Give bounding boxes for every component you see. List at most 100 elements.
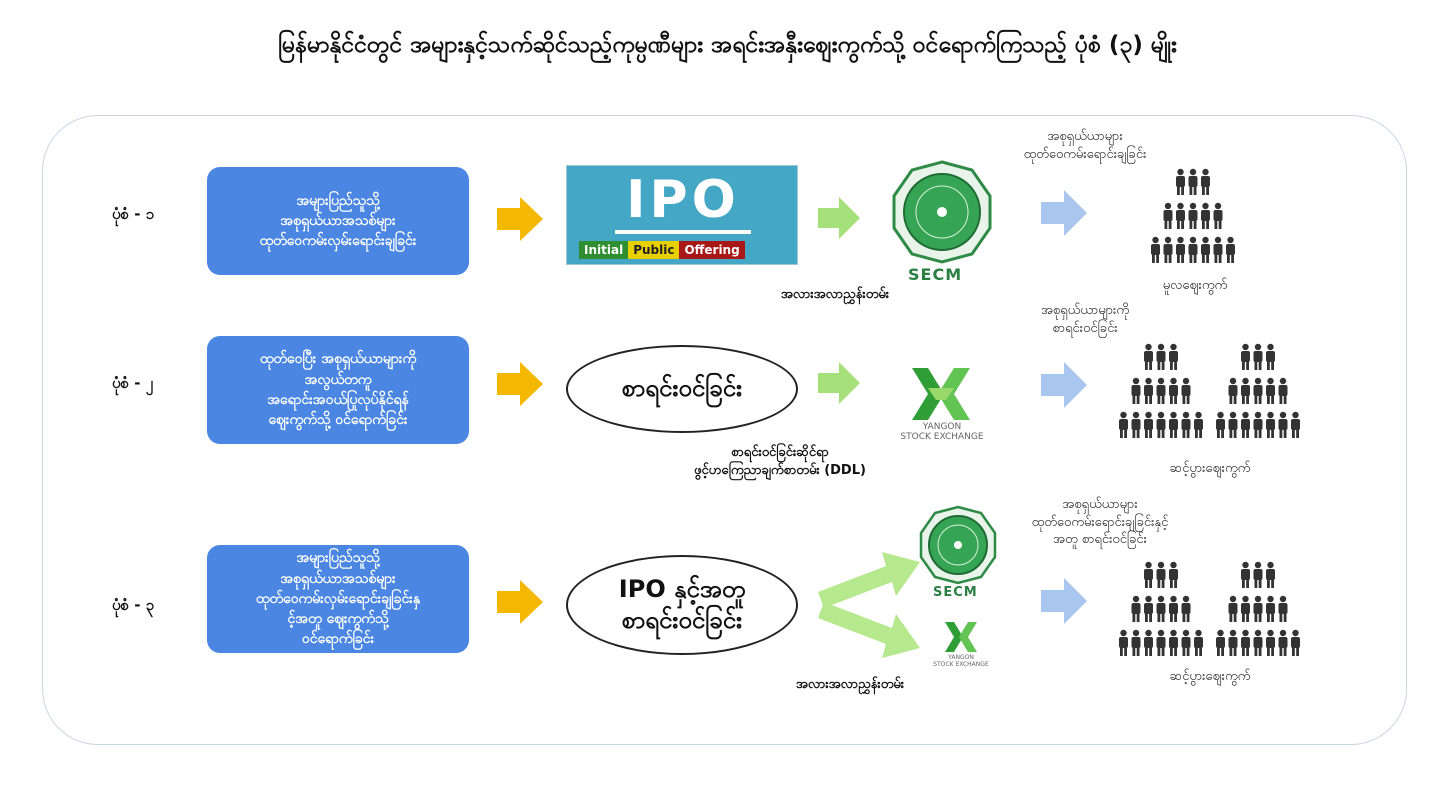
row1-below-caption: အလားအလာညွှန်းတမ်း <box>780 287 890 302</box>
person-figure <box>1253 629 1263 656</box>
row2-market-label: ဆင့်ပွားဈေးကွက် <box>1169 461 1251 476</box>
row2-people-pyramid-left-icon <box>1119 343 1203 438</box>
person-figure <box>1131 595 1141 622</box>
row3-outcome-text: အစုရှယ်ယာများ ထုတ်ဝေကမ်းရောင်းချခြင်းနှင… <box>1031 497 1169 548</box>
row3-market-label: ဆင့်ပွားဈေးကွက် <box>1169 669 1251 684</box>
row3-blue-arrow <box>1041 578 1087 624</box>
ipo-logo-word: IPO <box>626 170 740 230</box>
ipo-logo-offering: Offering <box>679 241 745 259</box>
person-figure <box>1156 411 1166 438</box>
ipo-logo: IPO Initial Public Offering <box>566 165 798 265</box>
person-figure <box>1241 595 1250 622</box>
ipo-logo-public: Public <box>628 241 680 259</box>
person-figure <box>1253 561 1263 588</box>
person-figure <box>1169 595 1178 622</box>
person-figure <box>1266 411 1275 438</box>
person-figure <box>1278 377 1288 404</box>
row2-type-label: ပုံစံ - ၂ <box>112 374 154 392</box>
diagram-frame <box>42 115 1407 745</box>
person-figure <box>1228 377 1238 404</box>
person-figure <box>1253 411 1263 438</box>
person-figure <box>1266 595 1275 622</box>
person-figure <box>1176 236 1185 263</box>
person-figure <box>1213 202 1223 229</box>
person-figure <box>1291 629 1300 656</box>
row1-outcome-text: အစုရှယ်ယာများ ထုတ်ဝေကမ်းရောင်းချခြင်း <box>1023 129 1147 162</box>
person-figure <box>1228 411 1238 438</box>
person-figure <box>1266 377 1275 404</box>
ipo-logo-underline <box>615 230 751 234</box>
ipo-logo-bar: Initial Public Offering <box>579 241 745 259</box>
row3-people-pyramid-left-icon <box>1119 561 1203 656</box>
person-figure <box>1169 561 1178 588</box>
row2-green-arrow <box>818 362 860 404</box>
person-figure <box>1169 377 1178 404</box>
row2-outcome-text: အစုရှယ်ယာများကို စာရင်းဝင်ခြင်း <box>1040 303 1130 336</box>
person-figure <box>1216 629 1225 656</box>
person-figure <box>1144 595 1153 622</box>
person-figure <box>1119 411 1128 438</box>
person-figure <box>1253 377 1263 404</box>
row2-blue-arrow <box>1041 362 1087 408</box>
person-figure <box>1144 377 1153 404</box>
row3-yellow-arrow <box>497 580 543 624</box>
row2-description-box: ထုတ်ဝေပြီး အစုရှယ်ယာများကို အလွယ်တကူ အရေ… <box>207 336 469 444</box>
person-figure <box>1241 561 1250 588</box>
person-figure <box>1163 236 1173 263</box>
row3-ysx-line1: YANGON <box>948 654 974 661</box>
person-figure <box>1266 343 1275 370</box>
person-figure <box>1228 629 1238 656</box>
person-figure <box>1156 629 1166 656</box>
ipo-logo-initial: Initial <box>579 241 629 259</box>
person-figure <box>1176 168 1185 195</box>
row3-secm-text: SECM <box>933 585 978 600</box>
person-figure <box>1151 236 1160 263</box>
person-figure <box>1266 561 1275 588</box>
row1-description-box: အများပြည်သူသို့ အစုရှယ်ယာအသစ်များ ထုတ်ဝေ… <box>207 167 469 275</box>
person-figure <box>1156 343 1166 370</box>
row3-ysx-logo-icon <box>945 622 977 652</box>
person-figure <box>1188 202 1198 229</box>
diagram-title: မြန်မာနိုင်ငံတွင် အများနှင့်သက်ဆိုင်သည့်… <box>278 32 1177 58</box>
person-figure <box>1156 595 1166 622</box>
person-figure <box>1201 236 1210 263</box>
person-figure <box>1278 411 1288 438</box>
person-figure <box>1241 377 1250 404</box>
row1-secm-text: SECM <box>908 265 963 284</box>
person-figure <box>1176 202 1185 229</box>
person-figure <box>1216 411 1225 438</box>
person-figure <box>1163 202 1173 229</box>
person-figure <box>1188 168 1198 195</box>
row2-ysx-text: YANGON STOCK EXCHANGE <box>880 422 1004 443</box>
person-figure <box>1169 343 1178 370</box>
row3-people-pyramid-right-icon <box>1216 561 1300 656</box>
person-figure <box>1181 377 1191 404</box>
person-figure <box>1253 595 1263 622</box>
person-figure <box>1278 629 1288 656</box>
person-figure <box>1266 629 1275 656</box>
person-figure <box>1291 411 1300 438</box>
person-figure <box>1131 411 1141 438</box>
row3-ysx-line2: STOCK EXCHANGE <box>933 660 989 668</box>
row1-market-label: မူလဈေးကွက် <box>1162 278 1228 293</box>
row3-secm-seal-icon <box>919 505 997 585</box>
person-figure <box>1181 411 1191 438</box>
person-figure <box>1144 629 1153 656</box>
person-figure <box>1194 411 1203 438</box>
row2-people-pyramid-right-icon <box>1216 343 1300 438</box>
person-figure <box>1241 343 1250 370</box>
person-figure <box>1228 595 1238 622</box>
person-figure <box>1156 561 1166 588</box>
row2-ysx-line1: YANGON <box>922 422 962 432</box>
person-figure <box>1169 411 1178 438</box>
person-figure <box>1241 629 1250 656</box>
row1-people-pyramid-icon <box>1151 168 1235 263</box>
row1-yellow-arrow <box>497 197 543 241</box>
person-figure <box>1169 629 1178 656</box>
row2-yellow-arrow <box>497 362 543 406</box>
row3-ysx-text: YANGON STOCK EXCHANGE <box>921 654 1001 668</box>
person-figure <box>1241 411 1250 438</box>
row1-type-label: ပုံစံ - ၁ <box>112 205 155 223</box>
person-figure <box>1278 595 1288 622</box>
person-figure <box>1188 236 1198 263</box>
